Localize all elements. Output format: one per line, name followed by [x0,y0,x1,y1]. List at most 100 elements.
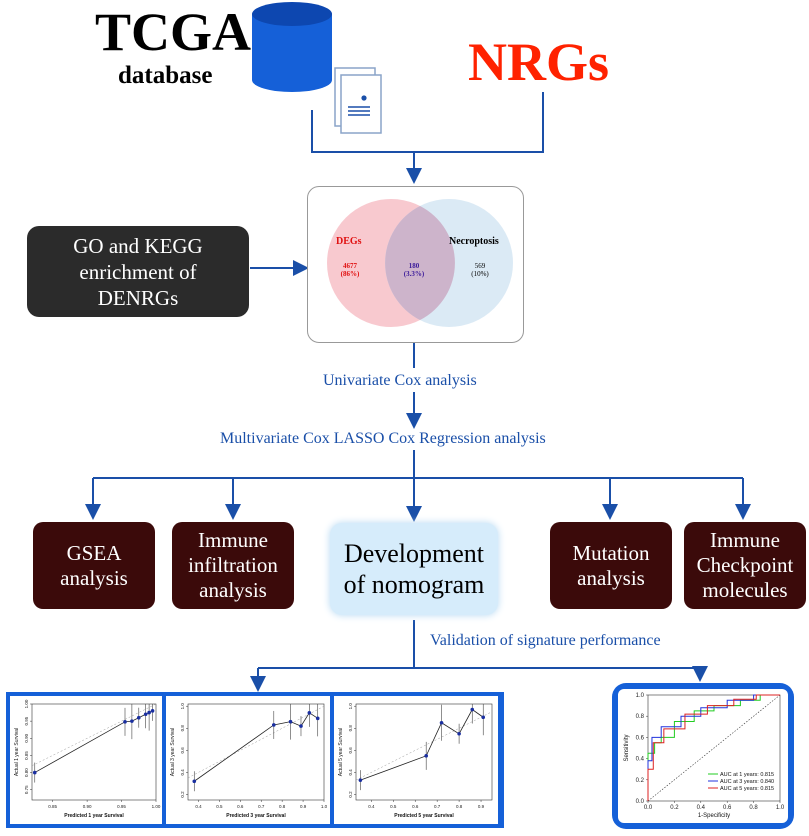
roc-legend-label: AUC at 1 years: 0.815 [720,772,774,778]
roc-frame [647,694,781,802]
calibration-point [192,779,197,784]
calibration-point [150,709,155,713]
x-axis-label: Predicted 1 year Survival [64,813,124,819]
plot-frame [355,703,493,801]
calibration-point [288,719,293,724]
x-tick-label: 0.5 [390,804,397,809]
calibration-point [143,712,148,717]
x-tick-label: 0.8 [456,804,463,809]
calibration-line [360,708,484,781]
calibration-point [271,723,276,727]
venn-left-label: DEGs [336,236,362,247]
y-tick-label: 0.2 [180,791,185,798]
y-tick-label: 1.00 [24,699,29,708]
y-tick-label: 0.4 [180,769,185,776]
roc-x-tick-label: 1.0 [776,805,785,811]
y-tick-label: 0.95 [24,716,29,725]
calibration-point [481,715,486,720]
y-tick-label: 0.8 [180,725,185,732]
validation-label: Validation of signature performance [430,632,661,649]
y-tick-label: 1.0 [348,703,353,710]
calibration-plot-bg [10,696,162,824]
calibration-point [130,719,134,723]
x-tick-label: 0.4 [195,804,202,809]
univariate-label: Univariate Cox analysis [323,372,477,389]
y-tick-label: 0.90 [24,733,29,742]
x-tick-label: 0.7 [434,804,441,809]
calibration-point [136,715,141,720]
y-axis-label: Actual 3 year Survival [170,728,176,776]
database-icon [252,2,382,134]
roc-y-tick-label: 0.2 [636,778,645,784]
roc-legend-label: AUC at 5 years: 0.815 [720,786,774,792]
x-tick-label: 1.0 [321,804,328,809]
roc-x-axis-label: 1-Specificity [698,813,730,819]
x-tick-label: 0.7 [258,804,265,809]
plot-frame [187,703,325,801]
y-axis-label: Actual 1 year Survival [14,728,20,776]
go-box-line3: DENRGs [97,285,179,310]
calibration-point [424,754,428,758]
x-tick-label: 0.5 [216,804,223,809]
x-tick-label: 0.9 [300,804,307,809]
calibration-point [439,720,444,725]
roc-y-tick-label: 0.4 [636,757,645,763]
multivariate-label: Multivariate Cox LASSO Cox Regression an… [220,430,546,447]
x-tick-label: 0.8 [279,804,286,809]
roc-bg [618,689,788,823]
y-tick-label: 0.6 [180,747,185,754]
nrgs-title: NRGs [468,32,610,92]
venn-diagram [327,199,513,327]
roc-legend-label: AUC at 3 years: 0.840 [720,779,774,785]
roc-x-tick-label: 0.4 [697,805,706,811]
roc-y-axis-label: Sensitivity [624,734,630,761]
x-tick-label: 1.00 [152,804,161,809]
x-axis-label: Predicted 3 year Survival [226,813,286,819]
x-tick-label: 0.4 [368,804,375,809]
calibration-point [32,770,37,775]
y-tick-label: 1.0 [180,703,185,710]
roc-curve-2 [647,694,780,801]
roc-y-tick-label: 0.0 [636,799,645,805]
calibration-point [299,724,303,728]
go-kegg-box: GO and KEGG enrichment of DENRGs [27,226,249,317]
x-tick-label: 0.95 [117,804,126,809]
roc-y-tick-label: 0.8 [636,714,645,720]
calibration-point [123,720,127,724]
database-label: database [118,62,213,89]
venn-right-count: 569(10%) [471,262,489,278]
ideal-line [355,711,493,781]
calibration-point [307,711,312,715]
tcga-title: TCGA [95,2,252,62]
y-tick-label: 0.4 [348,769,353,776]
y-tick-label: 0.6 [348,747,353,754]
ideal-line [187,705,325,779]
venn-mid-count: 180(3.3%) [403,262,425,278]
y-axis-label: Actual 5 year Survival [338,728,344,776]
venn-left-count: 4677(86%) [340,262,360,278]
y-tick-label: 0.2 [348,791,353,798]
x-tick-label: 0.6 [412,804,419,809]
x-tick-label: 0.85 [48,804,57,809]
calibration-point [358,778,363,782]
y-tick-label: 0.85 [24,751,29,760]
y-tick-label: 0.8 [348,725,353,732]
calibration-point [315,716,320,721]
venn-right-label: Necroptosis [449,236,499,247]
x-tick-label: 0.9 [478,804,485,809]
roc-x-tick-label: 0.0 [644,805,653,811]
calibration-point [147,710,151,715]
y-tick-label: 0.75 [24,785,29,794]
roc-y-tick-label: 0.6 [636,735,645,741]
ideal-line [31,703,157,766]
roc-x-tick-label: 0.2 [670,805,679,811]
